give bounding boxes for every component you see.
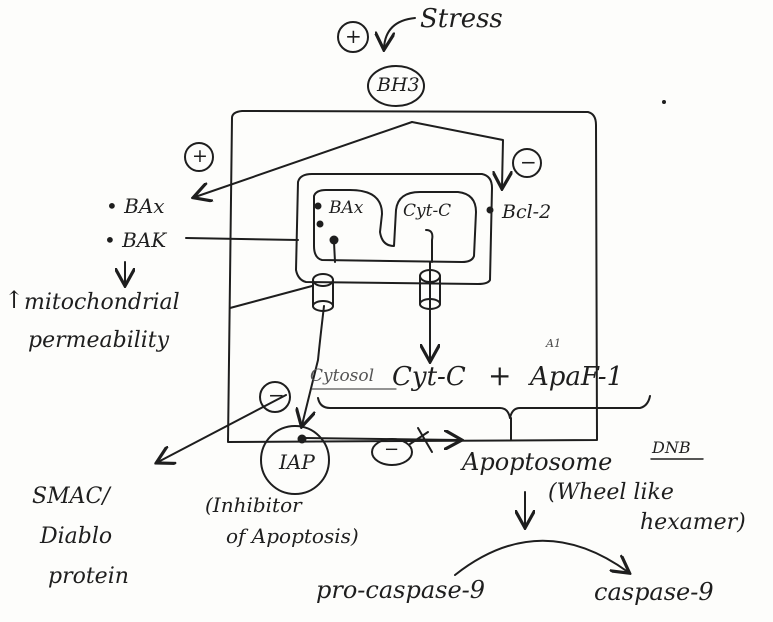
caspase-activation-arrow <box>455 541 628 575</box>
channel-left <box>313 274 333 311</box>
dot-bax-hook <box>330 236 339 245</box>
apoptosome-label: Apoptosome <box>462 450 612 474</box>
dot-bax-membrane-2 <box>317 221 324 228</box>
cytc-cytosol-label: Cyt-C <box>392 364 466 390</box>
bax-list-label: • BAx <box>106 196 165 216</box>
apaf-note: A1 <box>546 338 561 349</box>
cytc-hook <box>426 230 432 262</box>
cytc-inner-label: Cyt-C <box>403 203 451 220</box>
iap-label: IAP <box>279 452 315 472</box>
dot-bax-membrane-1 <box>315 203 322 210</box>
mito-permeability-line1: mitochondrial <box>24 292 180 314</box>
stress-arrow <box>384 18 415 48</box>
iap-description-line2: of Apoptosis) <box>226 526 359 546</box>
plus-left-sign: + <box>192 147 208 166</box>
reaction-brace <box>318 396 650 418</box>
plus-sign-reaction: + <box>488 362 511 390</box>
apaf-label: ApaF-1 <box>530 364 623 390</box>
minus-left-sign: − <box>268 385 285 405</box>
dot-iap-head <box>298 435 307 444</box>
bcl2-label: Bcl-2 <box>502 203 551 222</box>
stress-label: Stress <box>420 6 503 32</box>
smac-label-line3: protein <box>48 566 129 588</box>
mito-permeability-line2: permeability <box>28 330 169 352</box>
plus-top-sign: + <box>345 26 362 46</box>
dot-bcl2-membrane <box>487 207 494 214</box>
bak-pointer <box>186 238 298 240</box>
minus-bottom-sign: − <box>384 441 399 459</box>
up-arrow-symbol: ↑ <box>4 288 24 312</box>
permeability-pointer <box>230 286 312 308</box>
wheel-line2: hexamer) <box>640 512 746 534</box>
wheel-line1: (Wheel like <box>548 482 674 504</box>
iap-description-line1: (Inhibitor <box>205 495 302 515</box>
cytosol-label: Cytosol <box>310 368 374 385</box>
bh3-label: BH3 <box>377 76 420 95</box>
bax-hook <box>334 242 335 262</box>
bax-inner-label: BAx <box>329 200 363 217</box>
dnb-label: DNB <box>652 440 691 456</box>
bak-list-label: • BAK <box>104 230 166 250</box>
bh3-branch-left <box>195 122 412 197</box>
minus-right-sign: − <box>520 152 537 172</box>
page-speck <box>662 100 666 104</box>
smac-label-line2: Diablo <box>40 526 112 548</box>
procaspase-label: pro-caspase-9 <box>316 578 485 602</box>
caspase-label: caspase-9 <box>594 580 714 604</box>
smac-label-line1: SMAC/ <box>32 486 110 508</box>
smac-exit-arrow <box>158 395 286 462</box>
